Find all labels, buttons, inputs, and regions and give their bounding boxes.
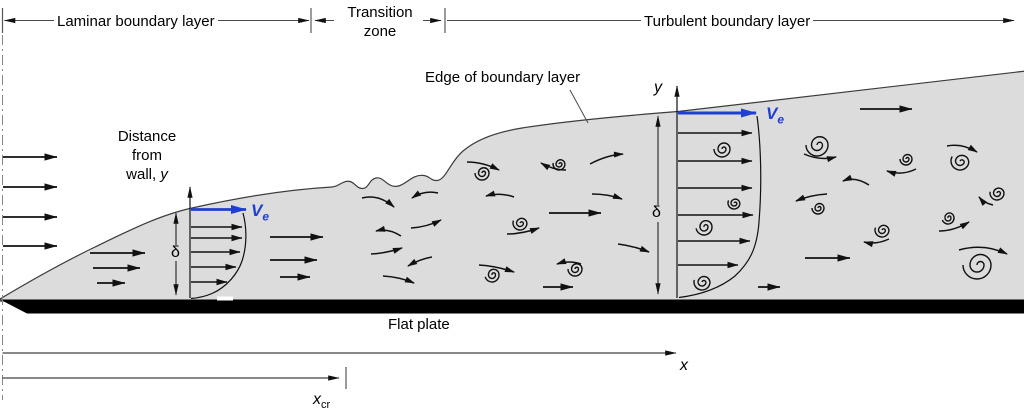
- eddy-arrow: [506, 227, 540, 235]
- transition-label-line1: Transition: [347, 4, 413, 21]
- transition-region-label: Transition zone: [336, 3, 424, 41]
- eddy-arrow: [978, 196, 994, 206]
- laminar-velocity-profile: [173, 186, 247, 300]
- ve-label-laminar: Ve: [251, 201, 269, 223]
- delta-symbol-laminar: δ: [169, 244, 182, 261]
- ve-base: V: [251, 201, 263, 220]
- eddy-arrow: [795, 193, 828, 202]
- eddy-arrow: [617, 243, 650, 253]
- distance-from-wall-label: Distance from wall, y: [100, 127, 194, 184]
- eddy-arrow: [958, 246, 1008, 255]
- transition-label-line2: zone: [363, 23, 397, 40]
- eddy-arrow: [466, 161, 500, 171]
- eddy-arrow: [361, 196, 395, 208]
- eddy-arrow: [591, 193, 623, 200]
- flow-arrows: [3, 105, 913, 291]
- edge-label-leader: [569, 89, 589, 124]
- eddy-arrow: [589, 151, 624, 165]
- eddy-arrow: [375, 225, 402, 237]
- flat-plate: [0, 299, 1024, 314]
- turbulent-region-label: Turbulent boundary layer: [641, 13, 814, 30]
- eddy-arrows: [361, 144, 1008, 284]
- x-cr-base: x: [313, 391, 321, 408]
- eddy-arrow: [938, 221, 970, 232]
- ve-subscript: e: [262, 209, 270, 224]
- distance-label-line1: Distance: [117, 128, 177, 145]
- eddy-arrow: [382, 275, 415, 284]
- x-cr-subscript: cr: [321, 399, 331, 412]
- distance-label-line3: wall,: [126, 166, 161, 183]
- eddy-arrow: [485, 190, 515, 198]
- eddy-arrow: [842, 174, 870, 186]
- eddy-arrow: [556, 258, 582, 265]
- x-axis-label: x: [680, 357, 688, 374]
- y-axis-label: y: [654, 79, 662, 96]
- profile-arrows: [191, 129, 754, 286]
- distance-label-line2: from: [132, 147, 162, 164]
- eddy-arrow: [803, 153, 837, 163]
- eddy-arrow: [370, 247, 403, 255]
- y-symbol: y: [160, 166, 168, 183]
- eddy-arrow: [946, 144, 978, 153]
- delta-symbol-turbulent: δ: [650, 204, 663, 221]
- boundary-layer-region: [0, 70, 1024, 302]
- plate-white-dash: [217, 296, 233, 301]
- x-cr-label: xcr: [313, 391, 330, 414]
- turbulent-velocity-profile: [655, 85, 762, 299]
- ve-label-turbulent: Ve: [766, 104, 784, 126]
- laminar-profile-curve: [190, 212, 247, 300]
- ve-base: V: [766, 104, 778, 123]
- eddy-arrow: [540, 162, 567, 171]
- turbulent-profile-curve: [678, 115, 762, 299]
- ve-subscript: e: [777, 112, 785, 127]
- edge-of-boundary-layer-label: Edge of boundary layer: [425, 69, 581, 86]
- eddy-arrow: [407, 256, 433, 267]
- eddy-arrow: [411, 190, 439, 199]
- eddy-arrow: [410, 219, 442, 229]
- flat-plate-label: Flat plate: [388, 316, 450, 333]
- laminar-region-label: Laminar boundary layer: [54, 13, 218, 30]
- eddy-arrow: [863, 238, 890, 248]
- eddy-arrow: [478, 264, 515, 273]
- eddy-arrow: [886, 168, 917, 177]
